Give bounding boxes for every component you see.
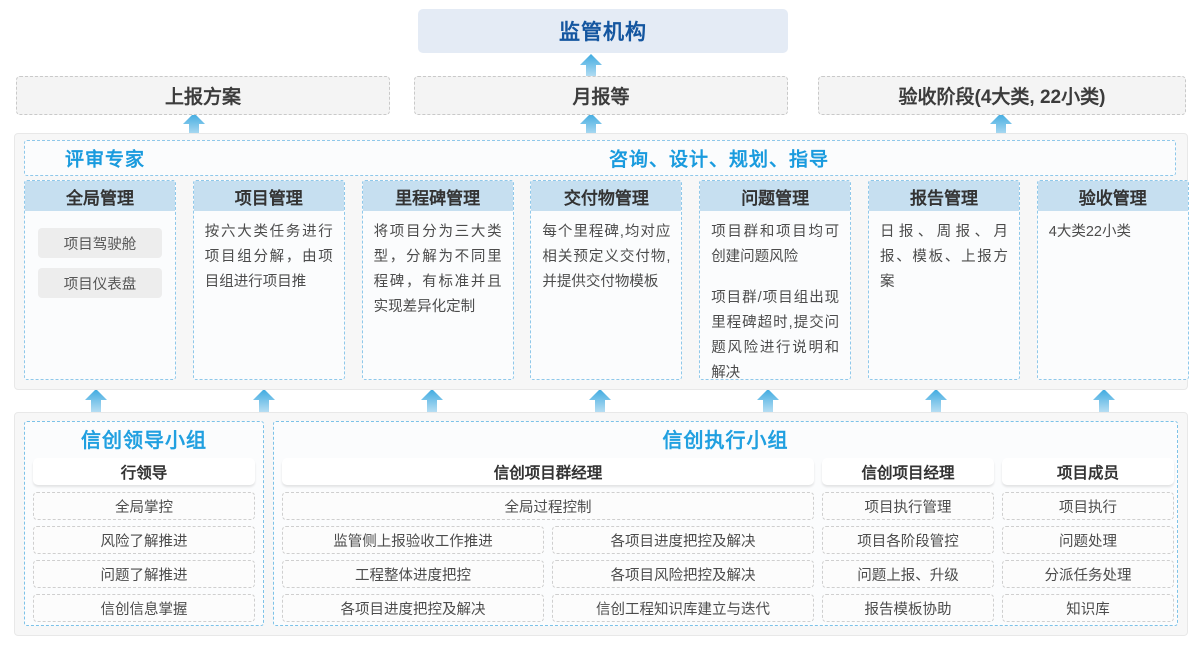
bottom-column-行领导: 行领导全局掌控风险了解推进问题了解推进信创信息掌握 <box>33 458 255 622</box>
bottom-group-2: 信创执行小组信创项目群经理全局过程控制监管侧上报验收工作推进各项目进度把控及解决… <box>273 421 1178 626</box>
flow-arrow-icon <box>183 113 205 141</box>
flow-arrow-icon <box>580 113 602 141</box>
band-label-review-experts: 评审专家 <box>65 149 146 171</box>
flow-arrow-icon <box>580 54 602 82</box>
bottom-column-head[interactable]: 信创项目经理 <box>822 458 994 485</box>
bottom-panel: 信创领导小组行领导全局掌控风险了解推进问题了解推进信创信息掌握信创执行小组信创项… <box>14 412 1188 636</box>
middle-column-1: 全局管理项目驾驶舱项目仪表盘 <box>24 180 176 380</box>
middle-column-5: 问题管理项目群和项目均可创建问题风险项目群/项目组出现里程碑超时,提交问题风险进… <box>699 180 852 380</box>
bottom-column-信创项目群经理: 信创项目群经理全局过程控制监管侧上报验收工作推进各项目进度把控及解决工程整体进度… <box>282 458 814 628</box>
middle-panel: 评审专家 咨询、设计、规划、指导 全局管理项目驾驶舱项目仪表盘项目管理按六大类任… <box>14 133 1189 390</box>
bottom-list-row: 监管侧上报验收工作推进各项目进度把控及解决 <box>282 526 814 560</box>
top-box-monthly-report: 月报等 <box>414 76 788 115</box>
middle-column-body: 项目群和项目均可创建问题风险项目群/项目组出现里程碑超时,提交问题风险进行说明和… <box>700 211 850 380</box>
top-box-acceptance-stage: 验收阶段(4大类, 22小类) <box>818 76 1186 115</box>
bottom-list-item[interactable]: 项目各阶段管控 <box>822 526 994 554</box>
middle-column-3: 里程碑管理将项目分为三大类型，分解为不同里程碑，有标准并且实现差异化定制 <box>361 180 514 380</box>
middle-column-body: 4大类22小类 <box>1038 211 1188 245</box>
middle-column-paragraph: 项目群和项目均可创建问题风险 <box>711 224 840 265</box>
bottom-list-item[interactable]: 知识库 <box>1002 594 1174 622</box>
bottom-group-title: 信创执行小组 <box>662 430 789 452</box>
bottom-list-row: 各项目进度把控及解决信创工程知识库建立与迭代 <box>282 594 814 628</box>
middle-column-body: 每个里程碑,均对应相关预定义交付物,并提供交付物模板 <box>531 211 681 295</box>
middle-column-paragraph: 4大类22小类 <box>1048 224 1131 240</box>
bottom-list-item[interactable]: 项目执行 <box>1002 492 1174 520</box>
bottom-list-item[interactable]: 全局掌控 <box>33 492 255 520</box>
bottom-list-item[interactable]: 项目执行管理 <box>822 492 994 520</box>
bottom-column-项目成员: 项目成员项目执行问题处理分派任务处理知识库 <box>1002 458 1174 628</box>
middle-column-2: 项目管理按六大类任务进行项目组分解，由项目组进行项目推 <box>192 180 345 380</box>
middle-column-6: 报告管理日报、周报、月报、模板、上报方案 <box>868 180 1020 380</box>
middle-column-body: 日报、周报、月报、模板、上报方案 <box>869 211 1019 295</box>
middle-column-paragraph: 将项目分为三大类型，分解为不同里程碑，有标准并且实现差异化定制 <box>373 224 502 315</box>
middle-column-body: 项目驾驶舱项目仪表盘 <box>25 211 175 298</box>
bottom-list-item[interactable]: 信创工程知识库建立与迭代 <box>552 594 814 622</box>
bottom-list-row: 工程整体进度把控各项目风险把控及解决 <box>282 560 814 594</box>
top-box-report-plan: 上报方案 <box>16 76 390 115</box>
middle-column-paragraph: 项目群/项目组出现里程碑超时,提交问题风险进行说明和解决 <box>711 290 840 380</box>
middle-column-paragraph: 日报、周报、月报、模板、上报方案 <box>880 224 1008 290</box>
bottom-group-1: 信创领导小组行领导全局掌控风险了解推进问题了解推进信创信息掌握 <box>24 421 264 626</box>
bottom-list-item[interactable]: 监管侧上报验收工作推进 <box>282 526 544 554</box>
bottom-column-head[interactable]: 行领导 <box>33 458 255 485</box>
bottom-column-信创项目经理: 信创项目经理项目执行管理项目各阶段管控问题上报、升级报告模板协助 <box>822 458 994 628</box>
middle-column-title: 问题管理 <box>700 181 851 211</box>
bottom-list-item[interactable]: 风险了解推进 <box>33 526 255 554</box>
bottom-group-columns: 行领导全局掌控风险了解推进问题了解推进信创信息掌握 <box>25 454 263 622</box>
middle-column-title: 项目管理 <box>193 181 344 211</box>
middle-column-title: 验收管理 <box>1037 181 1188 211</box>
bottom-list-item[interactable]: 报告模板协助 <box>822 594 994 622</box>
middle-column-body: 将项目分为三大类型，分解为不同里程碑，有标准并且实现差异化定制 <box>363 211 513 320</box>
bottom-column-head[interactable]: 项目成员 <box>1002 458 1174 485</box>
bottom-list-item[interactable]: 问题了解推进 <box>33 560 255 588</box>
flow-arrow-icon <box>421 389 443 417</box>
bottom-list-item[interactable]: 工程整体进度把控 <box>282 560 544 588</box>
middle-column-body: 按六大类任务进行项目组分解，由项目组进行项目推 <box>194 211 344 295</box>
flow-arrow-icon <box>85 389 107 417</box>
middle-column-7: 验收管理 4大类22小类 <box>1036 180 1189 380</box>
middle-column-4: 交付物管理每个里程碑,均对应相关预定义交付物,并提供交付物模板 <box>530 180 683 380</box>
flow-arrow-icon <box>253 389 275 417</box>
middle-column-title: 报告管理 <box>869 181 1019 211</box>
band-label-consulting: 咨询、设计、规划、指导 <box>609 149 830 171</box>
flow-arrow-icon <box>925 389 947 417</box>
middle-band: 评审专家 咨询、设计、规划、指导 <box>24 140 1176 176</box>
middle-column-title: 交付物管理 <box>531 181 682 211</box>
bottom-group-title: 信创领导小组 <box>81 430 207 452</box>
bottom-list-item[interactable]: 问题上报、升级 <box>822 560 994 588</box>
bottom-column-head[interactable]: 信创项目群经理 <box>282 458 814 485</box>
bottom-list-item[interactable]: 分派任务处理 <box>1002 560 1174 588</box>
middle-column-paragraph: 按六大类任务进行项目组分解，由项目组进行项目推 <box>204 224 333 290</box>
bottom-list-item[interactable]: 各项目风险把控及解决 <box>552 560 814 588</box>
bottom-list-item[interactable]: 问题处理 <box>1002 526 1174 554</box>
middle-column-paragraph: 每个里程碑,均对应相关预定义交付物,并提供交付物模板 <box>542 224 671 290</box>
flow-arrow-icon <box>990 113 1012 141</box>
bottom-list-item[interactable]: 各项目进度把控及解决 <box>552 526 814 554</box>
flow-arrow-icon <box>589 389 611 417</box>
regulator-box: 监管机构 <box>418 9 788 53</box>
bottom-list-item[interactable]: 全局过程控制 <box>282 492 814 520</box>
bottom-list-item[interactable]: 信创信息掌握 <box>33 594 255 622</box>
middle-column-title: 里程碑管理 <box>362 181 513 211</box>
middle-column-tag[interactable]: 项目仪表盘 <box>38 268 162 298</box>
middle-column-title: 全局管理 <box>25 181 175 211</box>
flow-arrow-icon <box>757 389 779 417</box>
flow-arrow-icon <box>1093 389 1115 417</box>
bottom-group-columns: 信创项目群经理全局过程控制监管侧上报验收工作推进各项目进度把控及解决工程整体进度… <box>274 454 1177 628</box>
bottom-list-item[interactable]: 各项目进度把控及解决 <box>282 594 544 622</box>
middle-column-tag[interactable]: 项目驾驶舱 <box>38 228 162 258</box>
